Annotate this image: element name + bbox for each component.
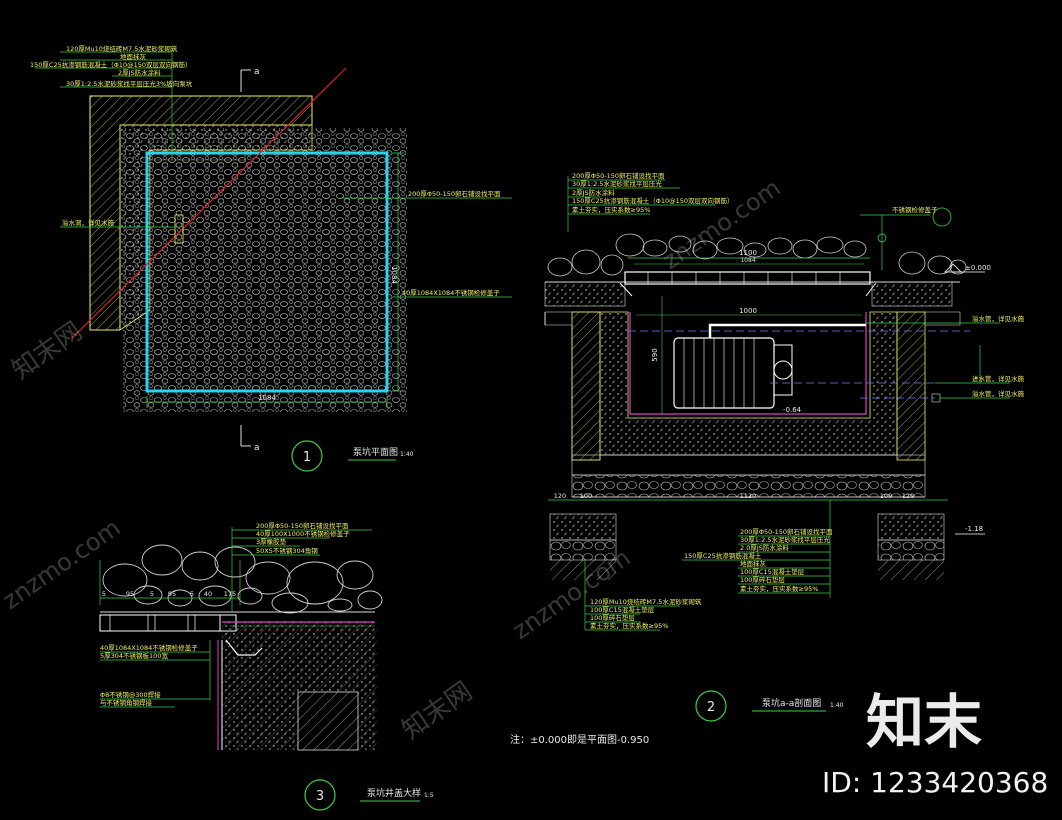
section-waterproof-line [629,312,867,415]
watermark-site-1: znzmo.com [0,513,126,614]
section-bottom-label-1: 30厚1:2.5水泥砂浆找平层压光 [740,535,830,544]
plan-break-line [71,67,347,339]
section-level-top: ±0.000 [965,264,991,272]
section-top-stones [547,233,967,277]
watermark-site-2: znzmo.com [657,173,785,274]
section-bottom-label-7: 素土夯实，压实系数≥95% [740,584,818,593]
section-top-label-4: 素土夯实，压实系数≥95% [572,205,650,214]
section-bottom-label-3: 150厚C25抗渗钢筋混凝土 [684,551,762,560]
detail-top-label-0: 200厚Φ50-150卵石铺设找平面 [256,521,349,530]
detail-left-label-3: 与不锈钢角钢焊接 [100,698,153,707]
detail-top-label-3: 50X5不锈钢304角钢 [256,546,318,555]
section-dim-top-2: 1084 [740,257,755,264]
section-top-label-3: 150厚C25抗渗钢筋混凝土（Φ10@150双层双向钢筋） [572,196,734,205]
section-base-label-2: 100厚碎石垫层 [590,613,635,622]
detail-dim-6: 175 [224,590,236,598]
section-dim-bottom-4: 120 [902,492,914,500]
plan-title: 泵坑平面图 [353,446,398,458]
detail-left-label-0: 40厚1084X1084不锈钢检修盖子 [100,643,198,652]
detail-dim-5: 40 [204,590,212,598]
plan-cover-outline [145,151,389,393]
section-top-label-2: 2厚JS防水涂料 [572,188,615,197]
section-bottom-label-6: 100厚碎石垫层 [740,575,785,584]
section-dim-bottom-3: 100 [880,492,892,500]
detail-view: 200厚Φ50-150卵石铺设找平面 40厚100X1000不锈钢检修盖子 3厚… [99,521,434,811]
plan-scale: 1:40 [400,451,414,458]
section-scale: 1:40 [830,702,844,709]
detail-left-label-1: 5厚304不锈钢板100宽 [100,651,168,660]
plan-label-5: 200厚Φ50-150卵石铺设找平面 [408,189,501,198]
plan-section-mark-bottom: a [254,443,260,453]
detail-top-label-2: 3厚橡胶垫 [256,537,287,546]
watermark-site-cn-2: 知末网 [397,676,478,745]
detail-number-circle [304,779,336,811]
section-cover-grate [624,271,871,285]
detail-dim-4: 5 [190,590,194,598]
plan-number: 1 [303,450,311,465]
section-number-circle [695,690,727,722]
section-right-label-3: 溢水管，详见水施 [972,389,1025,398]
plan-label-6: 40厚1084X1084不锈钢检修盖子 [402,288,500,297]
plan-number-circle [291,440,323,472]
detail-cover [99,614,221,632]
section-top-label-0: 200厚Φ50-150卵石铺设找平面 [572,171,665,180]
plan-label-0: 120厚Mu10烧结砖M7.5水泥砂浆砌筑 [66,44,178,53]
watermark-brand: 知末 [866,688,982,756]
section-bottom-label-0: 200厚Φ50-150卵石铺设找平面 [740,527,833,536]
section-dim-top-1: 1100 [739,249,757,257]
detail-dim-0: 5 [102,590,106,598]
section-dim-height: 590 [651,348,659,361]
detail-scale: 1:5 [424,792,434,799]
section-bottom-label-5: 100厚C15混凝土垫层 [740,567,805,576]
plan-label-1: 地面抹灰 [120,52,147,61]
section-wall-left [571,311,601,461]
plan-dim-height: 1084 [390,266,398,284]
plan-section-mark-top: a [254,67,260,77]
plan-label-7: 溢水洞，详见水施 [62,218,115,227]
section-dim-bottom-2: 1120 [740,492,757,500]
plan-label-4: 30厚1:2.5水泥砂浆找平层压光3%坡向泵坑 [66,79,193,88]
section-number: 2 [707,700,715,715]
detail-number: 3 [316,789,324,804]
detail-left-label-2: Φ8不锈钢@300焊接 [100,690,161,699]
section-title: 泵坑a-a剖面图 [762,697,821,709]
section-base-label-0: 120厚Mu10烧结砖M7.5水泥砂浆砌筑 [590,597,702,606]
detail-dim-1: 95 [126,590,134,598]
section-wall-right [896,311,926,461]
plan-label-3: 2厚JS防水涂料 [118,68,161,77]
drawing-note: 注：±0.000即是平面图-0.950 [510,733,649,746]
detail-dim-2: 5 [150,590,154,598]
section-concrete [599,311,898,456]
section-base-label-3: 素土夯实，压实系数≥95% [590,621,668,630]
section-bottom-label-2: 2.0厚JS防水涂料 [740,543,789,552]
section-right-label-2: 进水管，详见水施 [972,374,1025,383]
plan-leaders [35,48,512,298]
section-view: 1100 1084 1000 590 120 100 1120 100 120 … [510,171,1025,746]
section-right-label-1: 溢水管，详见水施 [972,314,1025,323]
section-bottom-label-4: 地面抹灰 [740,559,767,568]
section-level-bottom: -1.18 [965,525,983,533]
plan-dim-width: 1084 [258,394,276,402]
section-right-label-0: 不锈钢检修盖子 [892,205,938,214]
section-top-label-1: 30厚1:2.5水泥砂浆找平层压光 [572,179,662,188]
section-pump [673,323,935,409]
plan-view: a a 1084 1084 120厚Mu10烧结砖M7.5水泥砂浆砌筑 地面抹灰… [30,44,512,472]
section-dim-bottom-0: 120 [554,492,566,500]
plan-label-2: 150厚C25抗渗钢筋混凝土（Φ10@150双层双向钢筋） [30,60,192,69]
section-dim-bottom-1: 100 [580,492,592,500]
watermark-id: ID: 1233420368 [822,766,1048,799]
detail-dim-3: 95 [168,590,176,598]
section-level-inner: -0.64 [783,406,802,414]
detail-title: 泵坑井盖大样 [367,787,421,799]
watermark-site-cn: 知末网 [7,316,88,385]
section-base-label-1: 100厚C15混凝土垫层 [590,605,655,614]
detail-top-label-1: 40厚100X1000不锈钢检修盖子 [256,529,350,538]
section-dim-inner: 1000 [739,307,757,315]
